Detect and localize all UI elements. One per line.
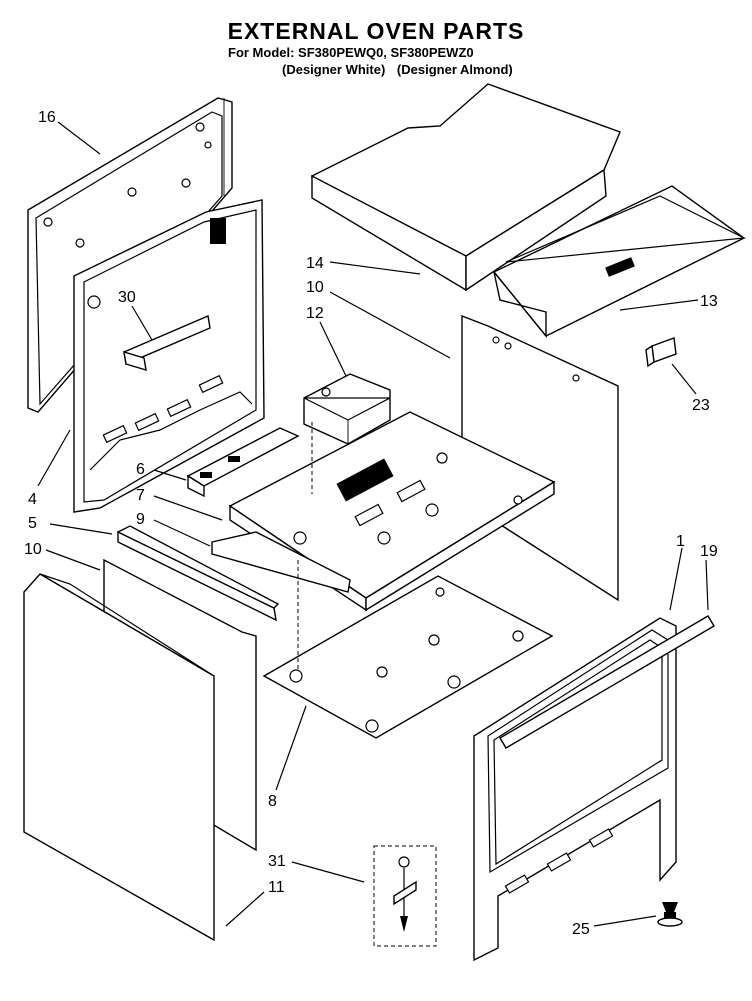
variant-line: (Designer White) (Designer Almond) <box>282 62 521 77</box>
header: EXTERNAL OVEN PARTS For Model: SF380PEWQ… <box>0 0 752 90</box>
part-25-leveling-foot <box>657 902 683 927</box>
variant-white: (Designer White) <box>282 62 386 77</box>
callout-10-right: 10 <box>306 279 324 296</box>
callout-9: 9 <box>136 511 145 528</box>
leader-lines <box>37 121 709 927</box>
part-13-top-rear-bracket <box>492 185 747 338</box>
part-19-top-trim <box>499 615 715 749</box>
callout-10-left: 10 <box>24 541 42 558</box>
callout-31: 31 <box>268 853 286 870</box>
part-1-front-frame <box>473 617 677 962</box>
callout-1: 1 <box>676 533 685 550</box>
part-9-rail <box>211 531 351 593</box>
part-30-bracket <box>123 315 211 371</box>
callout-25: 25 <box>572 921 590 938</box>
callout-12: 12 <box>306 305 324 322</box>
callout-14: 14 <box>306 255 324 272</box>
callout-4: 4 <box>28 491 37 508</box>
part-23-clip <box>645 337 677 368</box>
part-12-box <box>303 373 391 445</box>
part-4-side-panel <box>73 199 265 513</box>
callout-7: 7 <box>136 487 145 504</box>
page-title: EXTERNAL OVEN PARTS <box>227 18 525 44</box>
callout-13: 13 <box>700 293 718 310</box>
callout-30: 30 <box>118 289 136 306</box>
callout-8: 8 <box>268 793 277 810</box>
callout-5: 5 <box>28 515 37 532</box>
variant-almond: (Designer Almond) <box>396 62 513 77</box>
part-14-top-cover <box>311 83 621 292</box>
part-6-rail <box>186 427 300 498</box>
part-11-front-side-panel <box>23 573 215 942</box>
model-line: For Model: SF380PEWQ0, SF380PEWZ0 <box>228 45 474 60</box>
callout-23: 23 <box>692 397 710 414</box>
callout-6: 6 <box>136 461 145 478</box>
part-31-kit <box>373 845 437 947</box>
part-5-rail <box>116 525 280 622</box>
callout-16: 16 <box>38 109 56 126</box>
part-8-bottom-panel <box>262 575 554 739</box>
callout-11: 11 <box>268 879 285 896</box>
callout-19: 19 <box>700 543 718 560</box>
